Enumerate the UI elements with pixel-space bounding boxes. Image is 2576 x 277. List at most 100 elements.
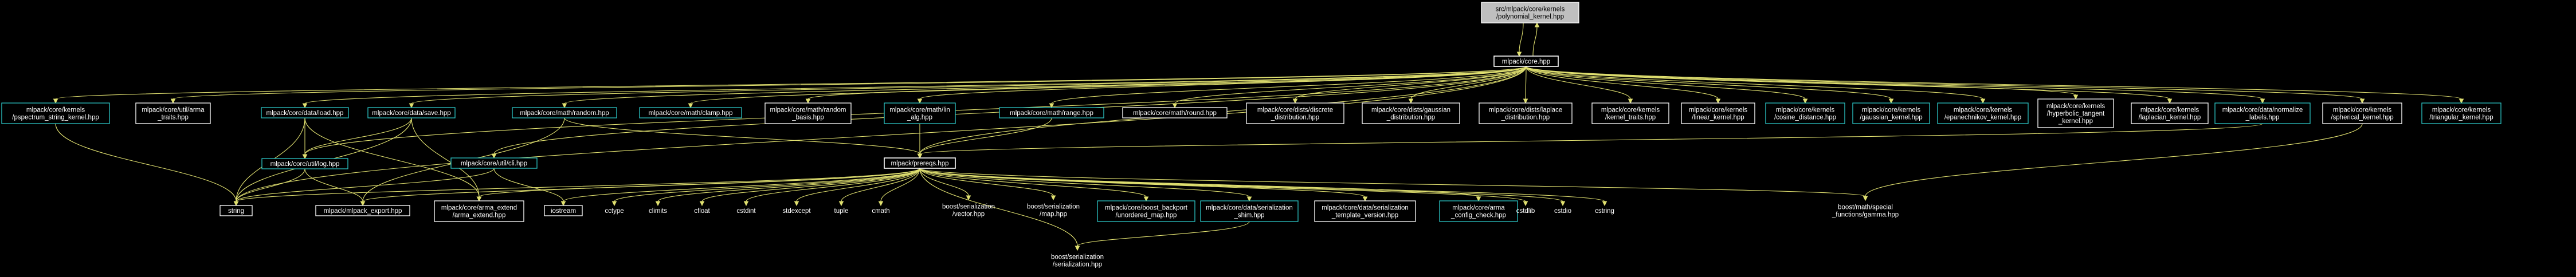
node-clamp[interactable]: mlpack/core/math/clamp.hpp (639, 107, 742, 118)
node-round[interactable]: mlpack/core/math/round.hpp (1122, 107, 1228, 118)
node-linear_kernel[interactable]: mlpack/core/kernels/linear_kernel.hpp (1681, 102, 1755, 124)
node-triangular[interactable]: mlpack/core/kernels/triangular_kernel.hp… (2421, 102, 2501, 124)
node-load[interactable]: mlpack/core/data/load.hpp (261, 107, 349, 118)
node-box (512, 107, 617, 118)
edge-core-to-gaussian_dist (1408, 66, 1527, 104)
node-cli[interactable]: mlpack/core/util/cli.hpp (450, 157, 538, 169)
node-tuple[interactable]: tuple (834, 208, 849, 215)
node-prereqs[interactable]: mlpack/prereqs.hpp (884, 157, 956, 169)
node-label: mlpack/core/util/cli.hpp (461, 160, 527, 167)
edge-core-to-epanechnikov (1526, 66, 1986, 104)
node-pspectrum[interactable]: mlpack/core/kernels/pspectrum_string_ker… (1, 102, 110, 124)
edge-prereqs-to-cstring (919, 168, 1607, 207)
node-label: /laplacian_kernel.hpp (2139, 114, 2201, 121)
node-label: /unordered_map.hpp (1116, 212, 1177, 219)
node-laplacian[interactable]: mlpack/core/kernels/laplacian_kernel.hpp (2131, 102, 2209, 124)
node-box (261, 158, 348, 169)
node-box (544, 205, 583, 216)
node-arma_traits[interactable]: mlpack/core/util/arma_traits.hpp (135, 102, 211, 124)
edge-core-to-linear_kernel (1526, 66, 1721, 104)
node-core[interactable]: mlpack/core.hpp (1493, 56, 1559, 67)
node-label: /kernel_traits.hpp (1605, 114, 1656, 121)
node-gamma[interactable]: boost/math/special_functions/gamma.hpp (1832, 204, 1899, 219)
node-hyperbolic[interactable]: mlpack/core/kernels/hyperbolic_tangent_k… (2037, 98, 2114, 128)
node-random[interactable]: mlpack/core/math/random.hpp (512, 107, 617, 118)
node-boost_serialization[interactable]: boost/serialization/serialization.hpp (1051, 254, 1104, 268)
node-random_basis[interactable]: mlpack/core/math/random_basis.hpp (764, 102, 852, 124)
node-ser_shim[interactable]: mlpack/core/data/serialization_shim.hpp (1200, 200, 1299, 222)
node-label: mlpack/core/kernels (26, 107, 85, 114)
node-label: mlpack/core/kernels (1776, 107, 1835, 114)
edge-prereqs-to-cstdint (743, 168, 920, 207)
node-label: mlpack/core/boost_backport (1105, 205, 1188, 212)
node-kernel_traits[interactable]: mlpack/core/kernels/kernel_traits.hpp (1591, 102, 1669, 124)
node-string[interactable]: string (219, 205, 253, 216)
node-climits[interactable]: climits (649, 208, 667, 215)
node-gaussian_kernel[interactable]: mlpack/core/kernels/gaussian_kernel.hpp (1852, 102, 1930, 124)
node-label: /epanechnikov_kernel.hpp (1944, 114, 2021, 121)
node-mlpack_export[interactable]: mlpack/mlpack_export.hpp (315, 205, 410, 216)
node-arma_extend[interactable]: mlpack/core/arma_extend/arma_extend.hpp (434, 200, 524, 222)
node-box (261, 107, 349, 118)
node-box (1937, 102, 2029, 124)
node-lin_alg[interactable]: mlpack/core/math/lin_alg.hpp (884, 102, 956, 124)
edge-core-to-clamp (688, 66, 1527, 109)
node-label: _kernel.hpp (2058, 118, 2093, 125)
node-normalize_labels[interactable]: mlpack/core/data/normalize_labels.hpp (2214, 102, 2311, 124)
node-spherical[interactable]: mlpack/core/kernels/spherical_kernel.hpp (2322, 102, 2402, 124)
node-label: _labels.hpp (2245, 114, 2280, 121)
node-root[interactable]: src/mlpack/core/kernels/polynomial_kerne… (1481, 2, 1579, 23)
edge-prereqs-to-cctype (611, 168, 920, 207)
node-label: _functions/gamma.hpp (1832, 212, 1899, 219)
node-label: mlpack/core/data/normalize (2222, 107, 2303, 114)
edge-prereqs-to-mlpack_export (360, 168, 920, 207)
node-label: mlpack/core/data/serialization (1322, 205, 1409, 212)
node-cfloat[interactable]: cfloat (694, 208, 710, 215)
node-cosine_distance[interactable]: mlpack/core/kernels/cosine_distance.hpp (1765, 102, 1845, 124)
node-label: mlpack/core/kernels (2140, 107, 2199, 114)
node-cctype[interactable]: cctype (605, 208, 624, 215)
edge-prereqs-to-iostream (560, 168, 920, 207)
node-save[interactable]: mlpack/core/data/save.hpp (367, 107, 456, 118)
node-box (1439, 200, 1518, 222)
node-box (1681, 102, 1755, 124)
node-ser_template[interactable]: mlpack/core/data/serialization_template_… (1314, 200, 1416, 222)
node-boost_backport[interactable]: mlpack/core/boost_backport/unordered_map… (1097, 200, 1195, 222)
node-cstdio[interactable]: cstdio (1554, 208, 1571, 215)
node-laplace_dist[interactable]: mlpack/core/dists/laplace_distribution.h… (1479, 102, 1573, 124)
node-cmath[interactable]: cmath (872, 208, 889, 215)
node-box (1122, 107, 1228, 118)
edge-prereqs-to-ser_template (919, 168, 1368, 202)
node-box (135, 102, 211, 124)
node-range[interactable]: mlpack/core/math/range.hpp (999, 107, 1104, 118)
node-label: mlpack/core/math/clamp.hpp (648, 110, 732, 117)
node-label: _alg.hpp (907, 114, 932, 121)
node-arma_config[interactable]: mlpack/core/arma_config_check.hpp (1439, 200, 1518, 222)
node-stdexcept[interactable]: stdexcept (782, 208, 811, 215)
node-label: cmath (872, 208, 889, 215)
node-label: mlpack/core/math/lin (889, 107, 950, 114)
node-log[interactable]: mlpack/core/util/log.hpp (261, 158, 348, 169)
node-discrete[interactable]: mlpack/core/dists/discrete_distribution.… (1246, 102, 1344, 124)
edge-core-to-cosine_distance (1526, 66, 1808, 104)
node-label: _traits.hpp (157, 114, 189, 121)
node-gaussian_dist[interactable]: mlpack/core/dists/gaussian_distribution.… (1362, 102, 1460, 124)
node-label: mlpack/core/kernels (2333, 107, 2392, 114)
node-cstdint[interactable]: cstdint (736, 208, 756, 215)
node-label: mlpack/core/math/random (770, 107, 846, 114)
edge-prereqs-to-cfloat (699, 168, 920, 207)
node-box (315, 205, 410, 216)
node-epanechnikov[interactable]: mlpack/core/kernels/epanechnikov_kernel.… (1937, 102, 2029, 124)
node-iostream[interactable]: iostream (544, 205, 583, 216)
node-label: _distribution.hpp (1271, 114, 1319, 121)
node-label: mlpack/core/dists/gaussian (1371, 107, 1450, 114)
node-boost_map[interactable]: boost/serialization/map.hpp (1027, 204, 1080, 218)
node-cstring[interactable]: cstring (1595, 208, 1614, 215)
node-label: cstdio (1554, 208, 1571, 215)
edge-normalize_labels-to-prereqs (917, 123, 2263, 159)
node-label: cstring (1595, 208, 1614, 215)
node-label: cfloat (694, 208, 710, 215)
node-label: _config_check.hpp (1450, 212, 1506, 219)
node-cstdlib[interactable]: cstdlib (1516, 208, 1535, 215)
node-boost_vector[interactable]: boost/serialization/vector.hpp (942, 204, 995, 218)
